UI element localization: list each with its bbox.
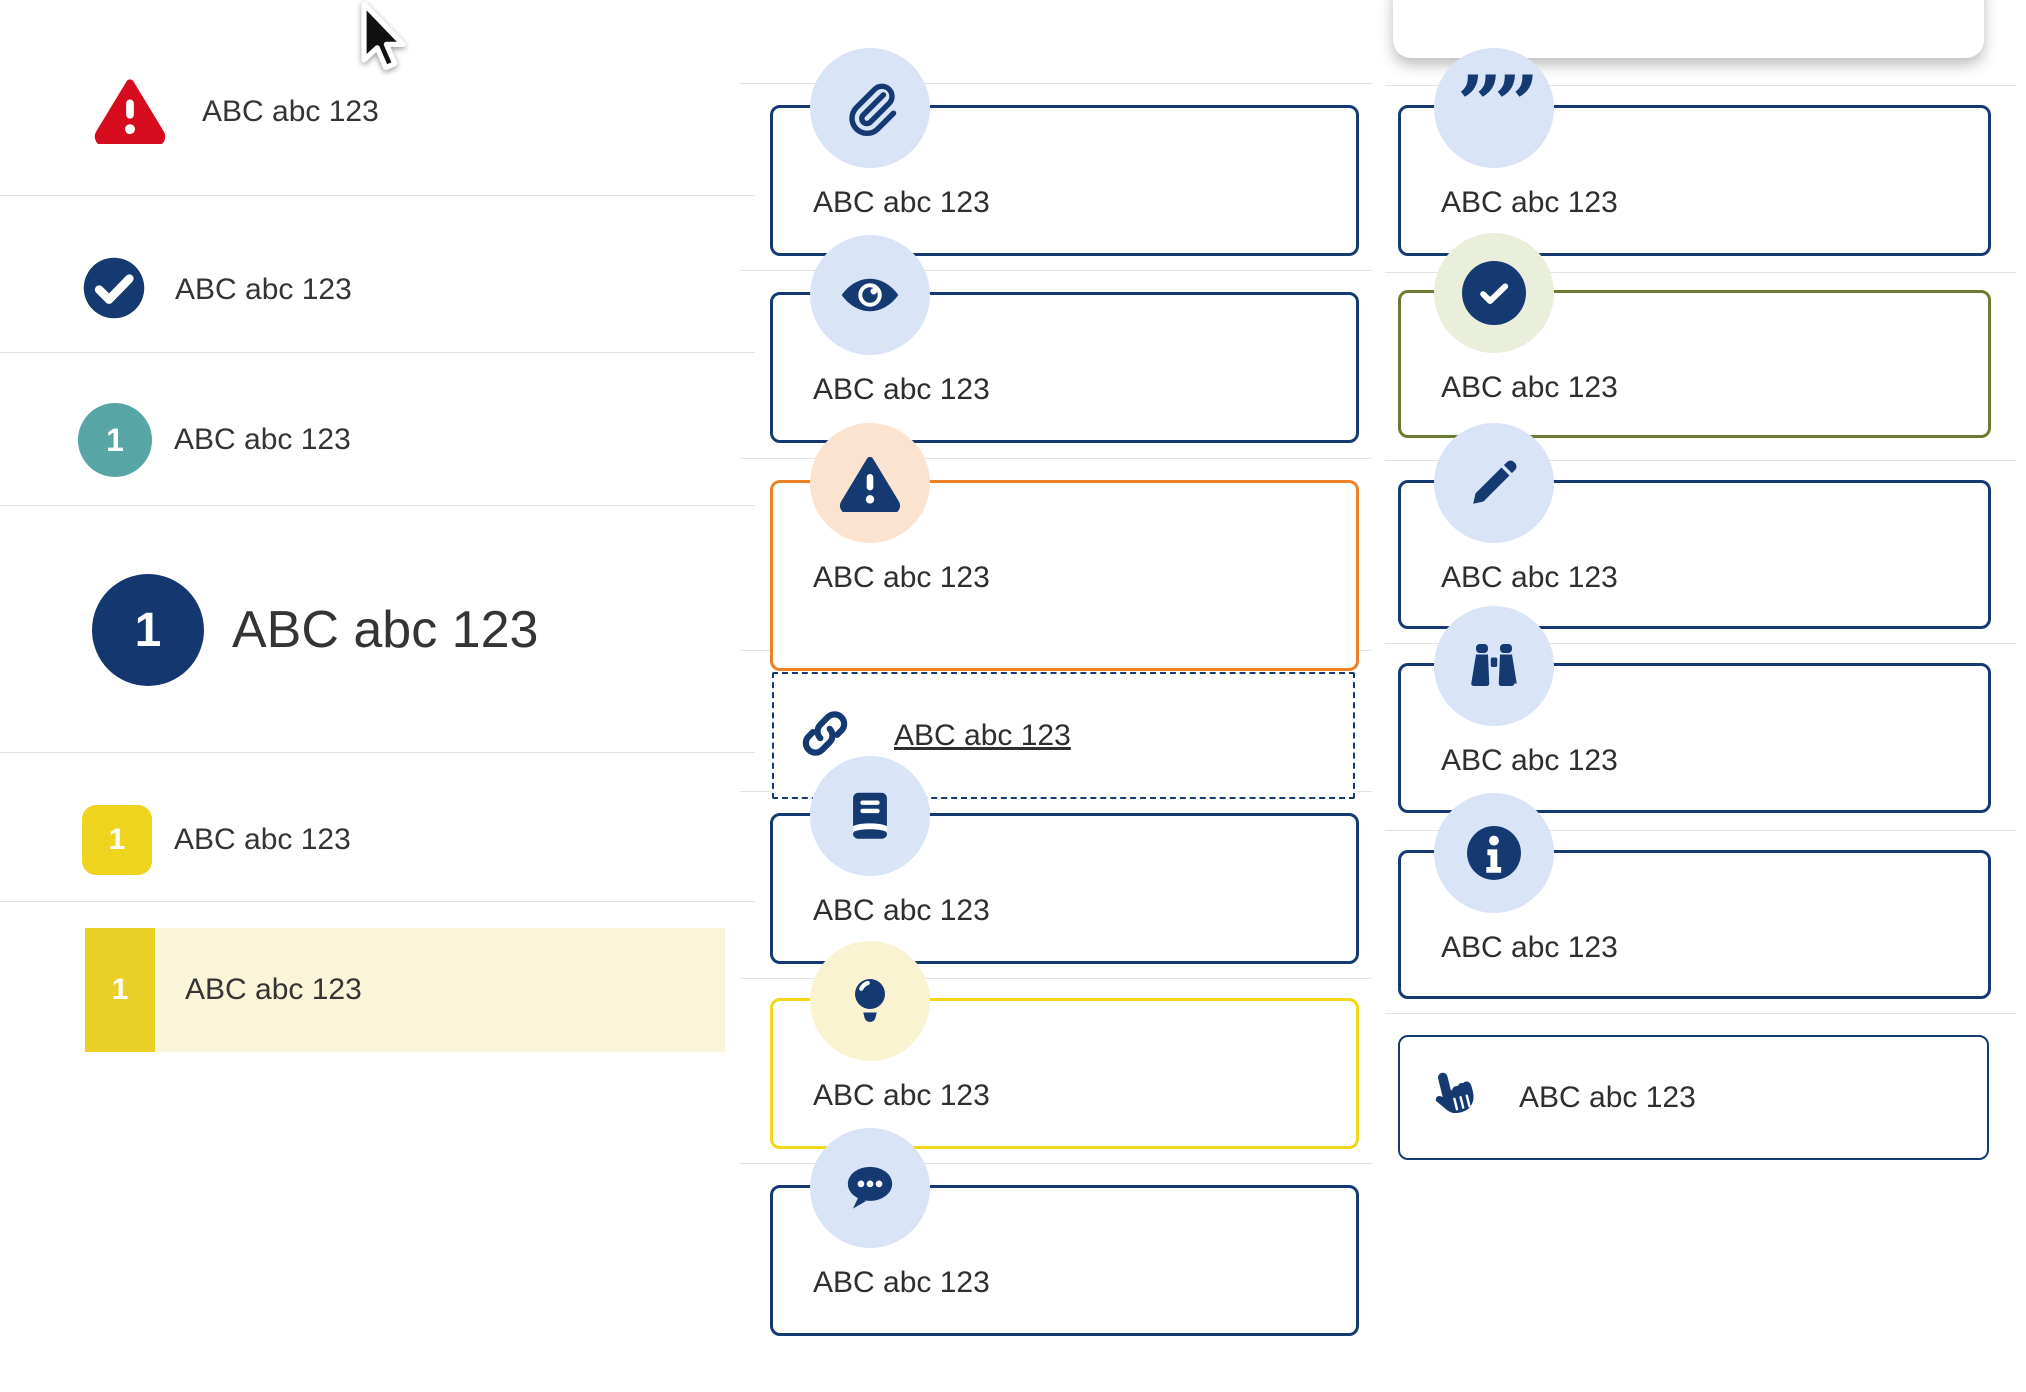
- callout-link[interactable]: ABC abc 123: [772, 672, 1355, 799]
- quote-glyph: ””: [1457, 59, 1539, 150]
- callout-warning: ABC abc 123: [770, 423, 1359, 671]
- list-item: 1 ABC abc 123: [78, 403, 351, 477]
- divider: [740, 83, 1372, 84]
- chat-icon: [810, 1128, 930, 1248]
- callout-label: ABC abc 123: [813, 186, 990, 219]
- divider: [0, 195, 755, 196]
- divider: [1385, 1013, 2016, 1014]
- list-item-label: ABC abc 123: [174, 823, 351, 856]
- info-icon: [1434, 793, 1554, 913]
- step-number: 1: [108, 823, 126, 856]
- lightbulb-icon: [810, 941, 930, 1061]
- list-item: 1 ABC abc 123: [92, 574, 538, 686]
- paperclip-icon: [810, 48, 930, 168]
- callout-label: ABC abc 123: [1441, 371, 1618, 404]
- callout-label: ABC abc 123: [1441, 931, 1618, 964]
- yellow-number-square: 1: [85, 928, 155, 1052]
- teal-number-circle: 1: [78, 403, 152, 477]
- callout-label: ABC abc 123: [1441, 561, 1618, 594]
- divider: [1385, 643, 2016, 644]
- callout-action: ABC abc 123: [1398, 1035, 1989, 1160]
- highlighted-row-band: [85, 928, 725, 1052]
- list-item: ABC abc 123: [81, 257, 352, 323]
- callout-edit: ABC abc 123: [1398, 423, 1991, 629]
- callout-quote: ”” ABC abc 123: [1398, 48, 1991, 256]
- check-circle-icon: [81, 255, 147, 326]
- callout-tip: ABC abc 123: [770, 941, 1359, 1149]
- callout-success: ABC abc 123: [1398, 233, 1991, 438]
- divider: [740, 458, 1372, 459]
- quote-icon: ””: [1434, 48, 1554, 168]
- callout-watch: ABC abc 123: [770, 235, 1359, 443]
- list-item-label: ABC abc 123: [232, 601, 539, 659]
- divider: [1385, 460, 2016, 461]
- list-item: ABC abc 123: [92, 78, 379, 146]
- divider: [1385, 85, 2016, 86]
- callout-label: ABC abc 123: [813, 894, 990, 927]
- callout-discussion: ABC abc 123: [770, 1128, 1359, 1336]
- eye-icon: [810, 235, 930, 355]
- hand-pointer-icon: [1418, 1063, 1482, 1132]
- divider: [0, 352, 755, 353]
- callout-label: ABC abc 123: [813, 1079, 990, 1112]
- divider: [0, 505, 755, 506]
- pencil-icon: [1434, 423, 1554, 543]
- divider: [740, 270, 1372, 271]
- divider: [1385, 830, 2016, 831]
- list-item-label: ABC abc 123: [175, 273, 352, 306]
- divider: [740, 978, 1372, 979]
- divider: [0, 752, 755, 753]
- divider: [740, 1163, 1372, 1164]
- binoculars-icon: [1434, 606, 1554, 726]
- book-icon: [810, 756, 930, 876]
- list-item-label: ABC abc 123: [202, 95, 379, 128]
- link-icon: [794, 702, 856, 769]
- yellow-number-square: 1: [82, 805, 152, 875]
- callout-link-text[interactable]: ABC abc 123: [894, 718, 1071, 752]
- list-item-label: ABC abc 123: [185, 973, 362, 1006]
- navy-number-circle-large: 1: [92, 574, 204, 686]
- callout-label: ABC abc 123: [813, 561, 990, 594]
- callout-attachment: ABC abc 123: [770, 48, 1359, 256]
- check-circle-icon: [1434, 233, 1554, 353]
- divider: [0, 901, 755, 902]
- callout-label: ABC abc 123: [1441, 744, 1618, 777]
- list-item: 1 ABC abc 123: [82, 805, 351, 875]
- callout-label: ABC abc 123: [1519, 1080, 1696, 1114]
- alert-triangle-icon: [92, 76, 168, 149]
- callout-info: ABC abc 123: [1398, 793, 1991, 999]
- step-number: 1: [106, 421, 124, 458]
- callout-label: ABC abc 123: [1441, 186, 1618, 219]
- mouse-cursor: [360, 1, 412, 85]
- callout-label: ABC abc 123: [813, 1266, 990, 1299]
- alert-triangle-icon: [810, 423, 930, 543]
- divider: [1385, 272, 2016, 273]
- callout-reference: ABC abc 123: [770, 756, 1359, 964]
- callout-label: ABC abc 123: [813, 373, 990, 406]
- step-number: 1: [111, 973, 129, 1006]
- list-item-label: ABC abc 123: [174, 423, 351, 456]
- step-number: 1: [134, 603, 162, 657]
- callout-explore: ABC abc 123: [1398, 606, 1991, 813]
- list-item-highlighted[interactable]: 1 ABC abc 123: [85, 928, 362, 1052]
